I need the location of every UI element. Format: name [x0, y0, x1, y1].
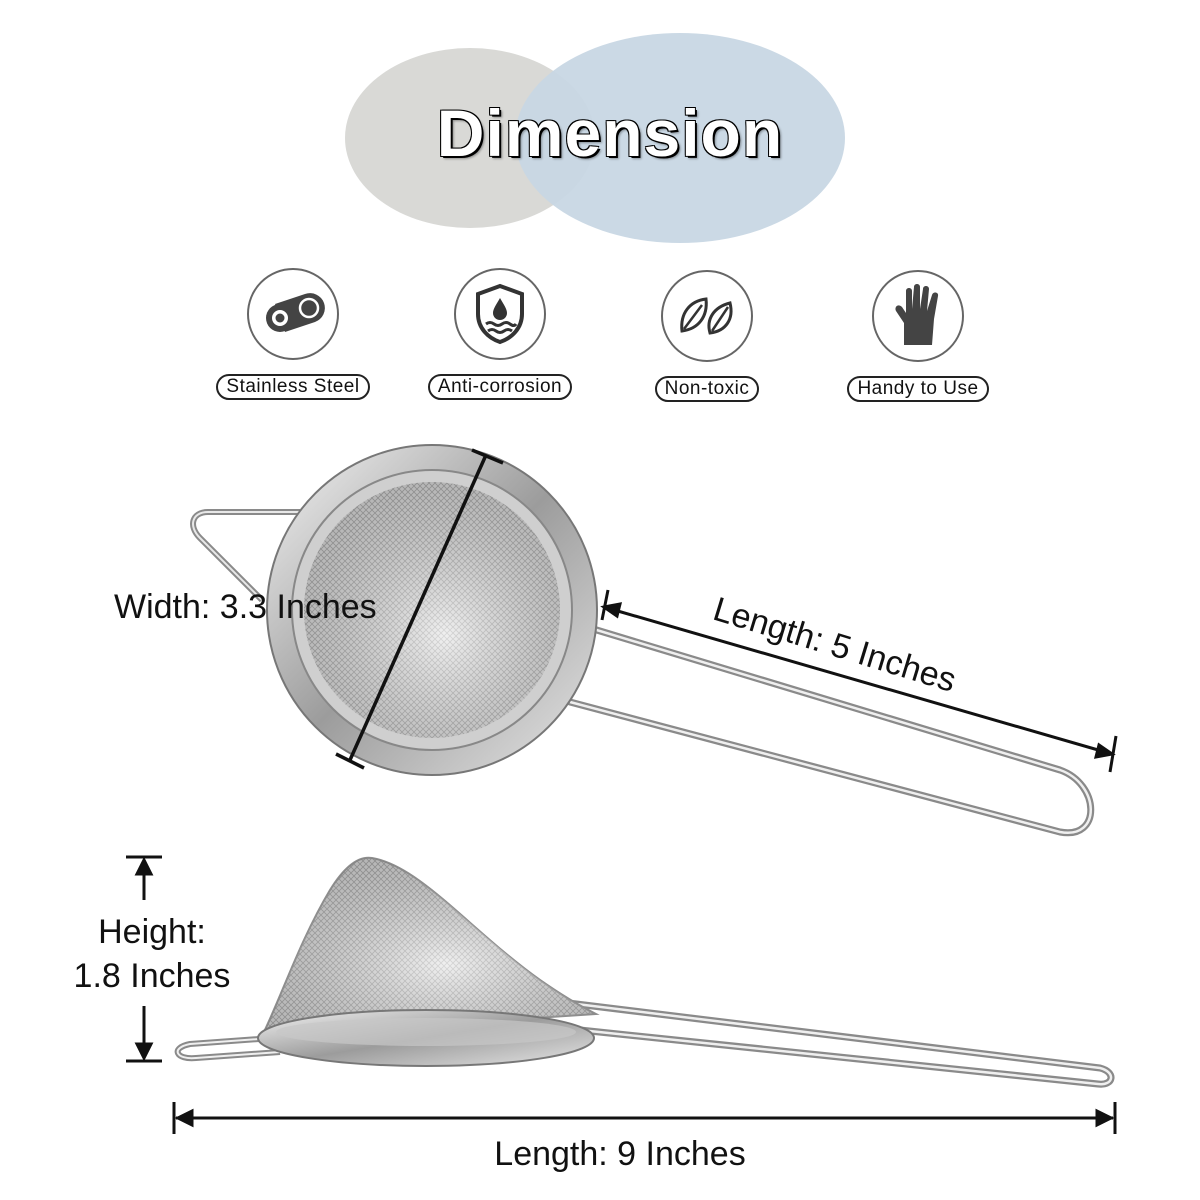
feature-anti-corrosion: Anti-corrosion: [410, 268, 590, 408]
height-label-line1: Height:: [98, 913, 206, 951]
shield-water-icon: [454, 268, 546, 360]
height-label-line2: 1.8 Inches: [73, 957, 231, 995]
length-9-label: Length: 9 Inches: [494, 1135, 746, 1173]
feature-label: Anti-corrosion: [427, 374, 573, 400]
title-background: [340, 30, 860, 245]
leaves-icon: [661, 270, 753, 362]
height-label: Height: 1.8 Inches: [62, 910, 242, 998]
side-handle: [556, 998, 1115, 1088]
height-dimension-line: [126, 855, 162, 1063]
width-dimension-line: [335, 448, 504, 770]
feature-stainless-steel: Stainless Steel: [203, 268, 383, 408]
page-title: Dimension: [436, 96, 784, 170]
feature-label: Stainless Steel: [216, 374, 370, 400]
pipe-icon: [247, 268, 339, 360]
length-9-dimension-line: [172, 1102, 1117, 1134]
feature-label: Handy to Use: [847, 376, 989, 402]
feature-label: Non-toxic: [654, 376, 760, 402]
glove-icon: [872, 270, 964, 362]
feature-non-toxic: Non-toxic: [617, 270, 797, 410]
feature-handy: Handy to Use: [828, 270, 1008, 410]
width-label: Width: 3.3 Inches: [114, 588, 377, 626]
length-5-dimension-line: [600, 589, 1118, 773]
